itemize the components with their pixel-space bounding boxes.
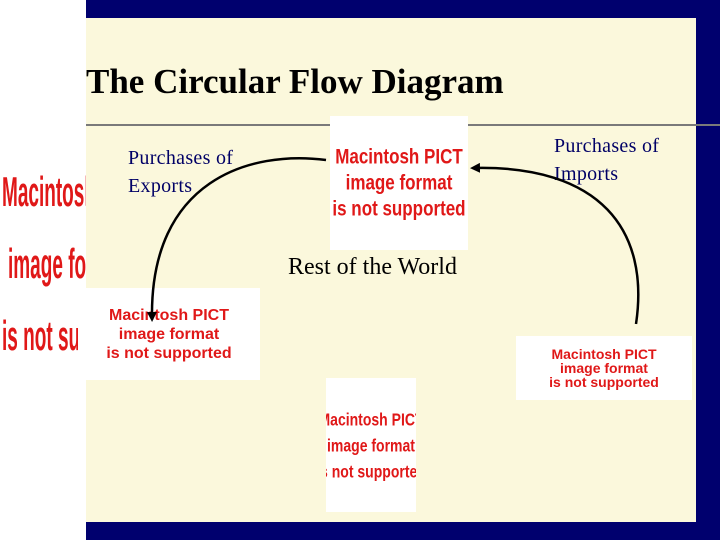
side-pict-placeholder: Macintosh PICT image format is not suppo… xyxy=(0,122,86,412)
pict-line-2: image format xyxy=(8,242,86,289)
pict-line-1: Macintosh PICT xyxy=(551,346,657,362)
imports-label-line-2: Imports xyxy=(554,163,619,185)
pict-line-2: image format xyxy=(118,325,220,343)
pict-line-3: is not supported xyxy=(2,314,86,361)
imports-flow-arrow xyxy=(470,162,640,325)
right-sector-pict-placeholder: Macintosh PICT image format is not suppo… xyxy=(516,336,692,400)
exports-label-line-1: Purchases of xyxy=(128,147,234,169)
exports-flow-arrow xyxy=(146,156,327,322)
pict-line-3: is not supported xyxy=(106,344,232,362)
pict-line-3: is not supported xyxy=(332,196,466,221)
page-title: The Circular Flow Diagram xyxy=(86,62,504,101)
pict-line-3: is not supported xyxy=(549,374,659,390)
pict-line-1: Macintosh PICT xyxy=(326,409,416,429)
pict-line-2: image format xyxy=(345,170,453,195)
pict-line-2: image format xyxy=(327,435,415,455)
pict-line-1: Macintosh PICT xyxy=(108,306,229,324)
pict-line-2: image format xyxy=(560,360,648,376)
imports-label: Purchases of Imports xyxy=(554,132,659,188)
pict-line-1: Macintosh PICT xyxy=(335,144,463,169)
rest-of-world-label: Rest of the World xyxy=(288,254,457,280)
imports-label-line-1: Purchases of xyxy=(554,135,660,157)
bottom-pict-placeholder: Macintosh PICT image format is not suppo… xyxy=(326,378,416,512)
pict-line-1: Macintosh PICT xyxy=(2,170,86,217)
exports-label: Purchases of Exports xyxy=(128,144,233,200)
pict-line-3: is not supported xyxy=(326,461,416,481)
exports-label-line-2: Exports xyxy=(128,175,193,197)
left-sector-pict-placeholder: Macintosh PICT image format is not suppo… xyxy=(78,288,260,380)
world-pict-placeholder: Macintosh PICT image format is not suppo… xyxy=(330,116,468,250)
